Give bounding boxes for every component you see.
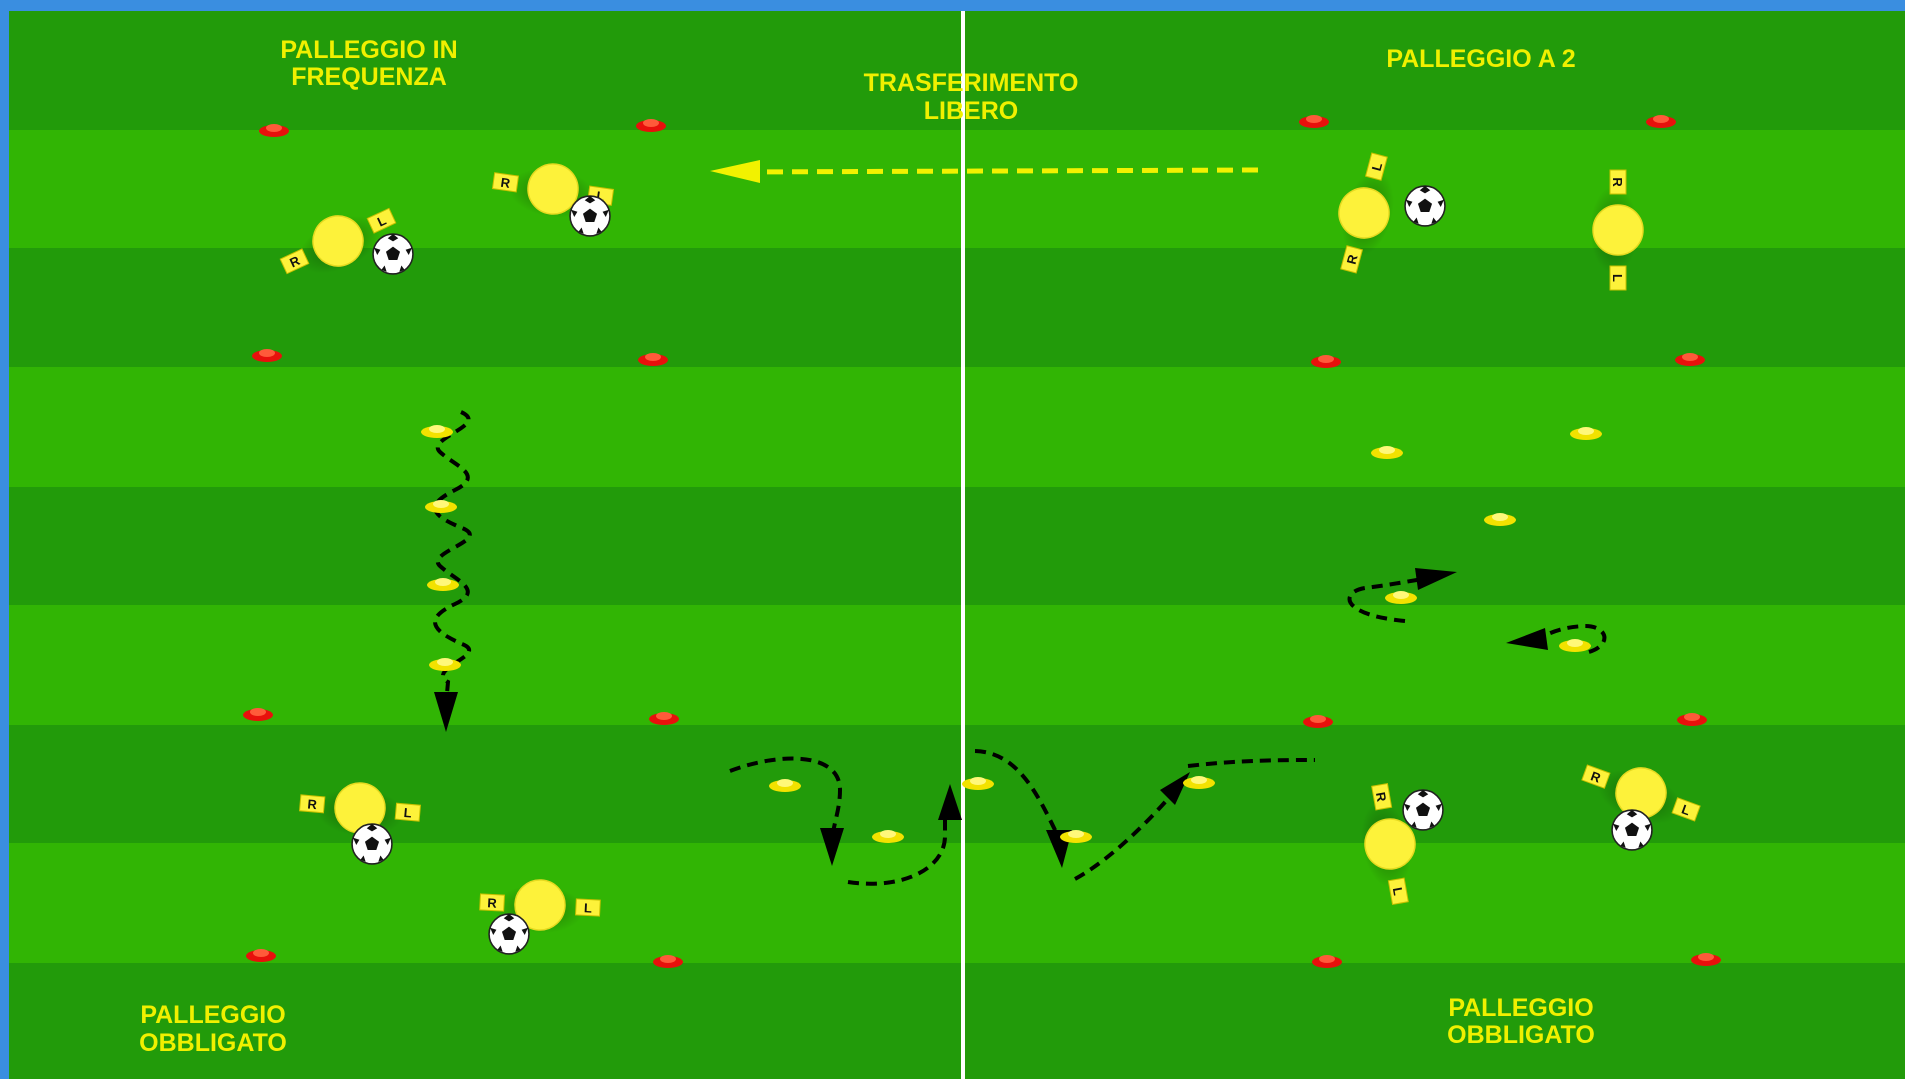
- grass-stripe: [9, 487, 1905, 605]
- label-palleggio-obbligato-right: PALLEGGIO OBBLIGATO: [1447, 994, 1595, 1049]
- soccer-ball-icon: [1403, 790, 1443, 830]
- soccer-ball-icon: [352, 824, 392, 864]
- soccer-ball-icon: [1405, 186, 1445, 226]
- soccer-ball-icon: [1612, 810, 1652, 850]
- foot-letter: L: [403, 805, 412, 821]
- foot-letter: L: [584, 900, 593, 915]
- soccer-ball-icon: [373, 234, 413, 274]
- label-line: LIBERO: [924, 97, 1018, 125]
- foot-letter: R: [487, 895, 498, 911]
- label-line: OBBLIGATO: [139, 1029, 287, 1057]
- grass-stripe: [9, 843, 1905, 963]
- grass-stripe: [9, 367, 1905, 487]
- grass-stripe: [9, 963, 1905, 1079]
- label-palleggio-frequenza: PALLEGGIO IN FREQUENZA: [280, 36, 457, 91]
- soccer-ball-icon: [570, 196, 610, 236]
- label-line: PALLEGGIO: [140, 1001, 285, 1029]
- label-palleggio-obbligato-left: PALLEGGIO OBBLIGATO: [139, 1001, 287, 1057]
- foot-letter: R: [1610, 177, 1625, 187]
- label-line: OBBLIGATO: [1447, 1021, 1595, 1049]
- foot-letter: L: [1610, 274, 1625, 282]
- label-line: TRASFERIMENTO: [864, 69, 1079, 97]
- soccer-ball-icon: [489, 914, 529, 954]
- grass-stripe: [9, 605, 1905, 725]
- label-line: PALLEGGIO: [1448, 994, 1593, 1022]
- label-line: PALLEGGIO IN: [280, 36, 457, 64]
- label-line: FREQUENZA: [291, 63, 447, 91]
- label-palleggio-a-2: PALLEGGIO A 2: [1386, 45, 1575, 73]
